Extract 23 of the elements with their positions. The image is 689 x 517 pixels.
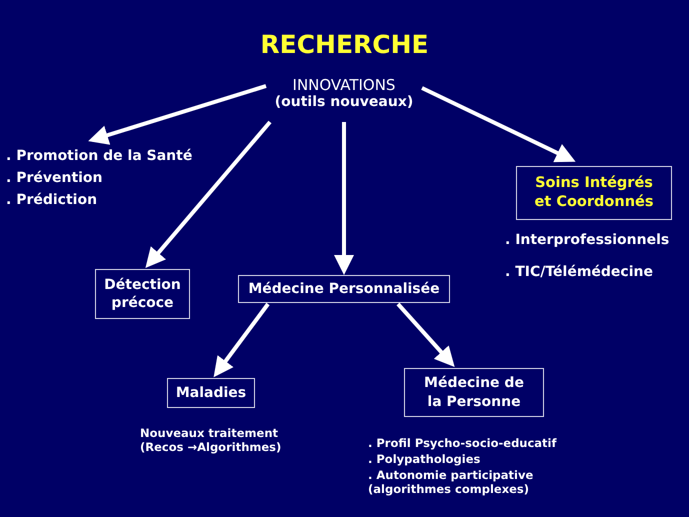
title: RECHERCHE bbox=[259, 30, 430, 59]
arrow bbox=[145, 120, 272, 268]
arrow bbox=[214, 302, 270, 378]
node-text: INNOVATIONS bbox=[292, 76, 396, 94]
concept-box: Détection précoce bbox=[95, 269, 190, 319]
note-text: Nouveaux traitement (Recos →Algorithmes) bbox=[140, 426, 282, 454]
concept-box: Soins Intégrés et Coordonnés bbox=[516, 166, 672, 220]
list-item: . Prévention bbox=[6, 170, 104, 186]
concept-box: Médecine Personnalisée bbox=[238, 275, 450, 303]
note-text: . Polypathologies bbox=[368, 452, 480, 466]
note-text: . Profil Psycho-socio-educatif bbox=[368, 436, 557, 450]
list-item: . Promotion de la Santé bbox=[6, 148, 194, 164]
note-text: . Interprofessionnels bbox=[505, 232, 670, 248]
concept-box: Médecine de la Personne bbox=[404, 368, 544, 417]
node-text: (outils nouveaux) bbox=[274, 94, 414, 110]
arrow bbox=[334, 122, 354, 275]
note-text: . TIC/Télémédecine bbox=[505, 264, 653, 280]
arrow bbox=[396, 302, 455, 367]
arrow bbox=[421, 86, 576, 162]
concept-box: Maladies bbox=[167, 378, 255, 408]
list-item: . Prédiction bbox=[6, 192, 98, 208]
arrow bbox=[88, 84, 267, 145]
note-text: . Autonomie participative (algorithmes complexes) bbox=[368, 468, 534, 496]
